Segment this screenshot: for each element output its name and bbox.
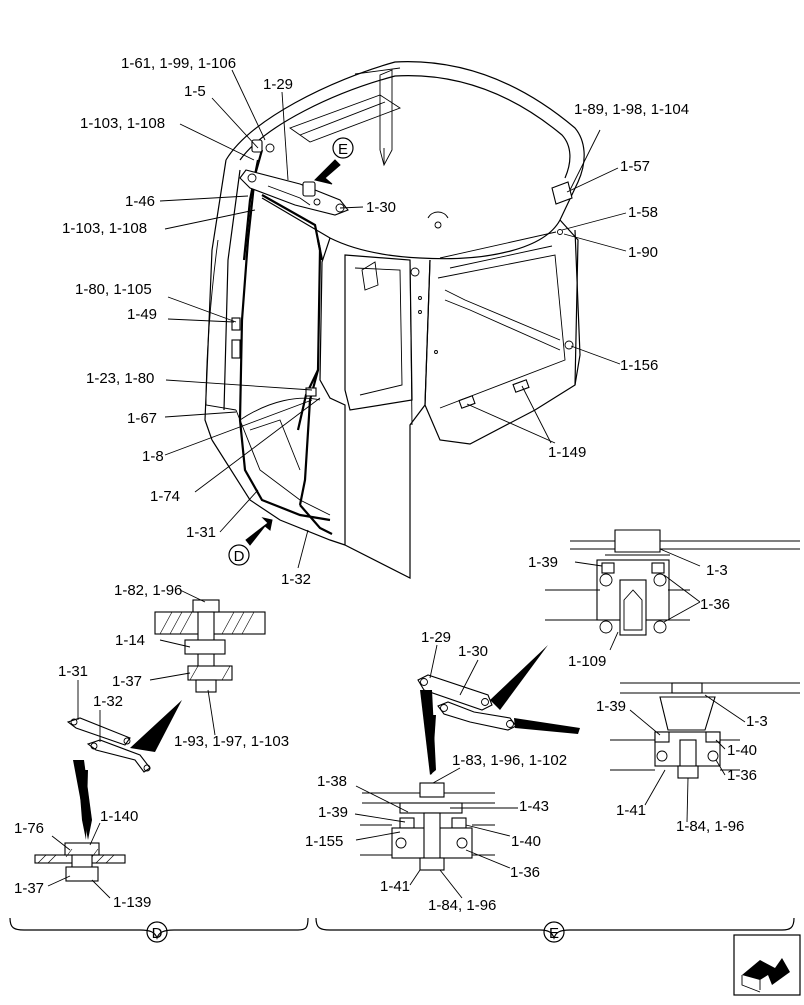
callout-1-140: 1-140 — [100, 808, 138, 825]
callout-1-3-right: 1-3 — [746, 713, 768, 730]
detail-center-bearing: 1-83, 1-96, 1-102 1-38 1-43 1-39 1-155 1… — [305, 752, 567, 914]
callout-1-36-center: 1-36 — [510, 864, 540, 881]
callout-1-109: 1-109 — [568, 653, 606, 670]
callout-1-8: 1-8 — [142, 448, 164, 465]
callout-1-82-1-96: 1-82, 1-96 — [114, 582, 182, 599]
callout-1-29-detail: 1-29 — [421, 629, 451, 646]
callout-1-57: 1-57 — [620, 158, 650, 175]
callout-1-14: 1-14 — [115, 632, 145, 649]
detail-d-bushing: 1-76 1-140 1-37 1-139 — [14, 808, 151, 911]
callout-1-83-1-96-1-102: 1-83, 1-96, 1-102 — [452, 752, 567, 769]
callout-1-37-bottom: 1-37 — [14, 880, 44, 897]
callout-1-84-1-96-right: 1-84, 1-96 — [676, 818, 744, 835]
callout-1-39-right: 1-39 — [596, 698, 626, 715]
view-e-marker-top: E — [338, 141, 348, 158]
callout-1-30-top: 1-30 — [366, 199, 396, 216]
callout-1-89-1-98-1-104: 1-89, 1-98, 1-104 — [574, 101, 689, 118]
callout-1-103-1-108-a: 1-103, 1-108 — [80, 115, 165, 132]
view-d-marker-mid: D — [234, 548, 245, 565]
callout-1-74: 1-74 — [150, 488, 180, 505]
detail-right-bearing: 1-39 1-3 1-40 1-36 1-41 1-84, 1-96 — [596, 682, 800, 835]
callout-1-40-center: 1-40 — [511, 833, 541, 850]
bracket-e-assembly — [239, 169, 349, 216]
callout-1-30-detail: 1-30 — [458, 643, 488, 660]
callout-1-80-1-105: 1-80, 1-105 — [75, 281, 152, 298]
callout-1-90: 1-90 — [628, 244, 658, 261]
next-page-arrow-icon[interactable] — [733, 934, 801, 996]
callout-1-40-right: 1-40 — [727, 742, 757, 759]
callout-1-36-right: 1-36 — [727, 767, 757, 784]
callout-1-31-main: 1-31 — [186, 524, 216, 541]
detail-upper-right: 1-39 1-3 1-36 1-109 — [528, 529, 800, 670]
detail-e-arms: 1-29 1-30 — [417, 629, 580, 775]
callout-1-103-1-108-b: 1-103, 1-108 — [62, 220, 147, 237]
callout-1-43: 1-43 — [519, 798, 549, 815]
view-e-marker-bottom: E — [549, 925, 559, 942]
callout-1-38: 1-38 — [317, 773, 347, 790]
cab-frame — [204, 61, 585, 579]
view-braces: D E — [9, 917, 795, 943]
callout-1-139: 1-139 — [113, 894, 151, 911]
callout-1-61-1-99-1-106: 1-61, 1-99, 1-106 — [121, 55, 236, 72]
callout-1-149: 1-149 — [548, 444, 586, 461]
callout-1-39-center: 1-39 — [318, 804, 348, 821]
callout-1-29-top: 1-29 — [263, 76, 293, 93]
callout-1-37-left: 1-37 — [112, 673, 142, 690]
callout-1-76: 1-76 — [14, 820, 44, 837]
detail-d-brackets: 1-31 1-32 — [58, 663, 182, 840]
callout-1-32-main: 1-32 — [281, 571, 311, 588]
callout-1-93-1-97-1-103: 1-93, 1-97, 1-103 — [174, 733, 289, 750]
view-d-arrow: D — [228, 517, 273, 566]
callout-1-41-center: 1-41 — [380, 878, 410, 895]
main-callouts: 1-61, 1-99, 1-106 1-5 1-29 1-103, 1-108 … — [62, 55, 689, 588]
view-d-marker-bottom: D — [152, 925, 163, 942]
callout-1-49: 1-49 — [127, 306, 157, 323]
callout-1-32-detail: 1-32 — [93, 693, 123, 710]
callout-1-84-1-96-center: 1-84, 1-96 — [428, 897, 496, 914]
callout-1-23-1-80: 1-23, 1-80 — [86, 370, 154, 387]
callout-1-39-ur: 1-39 — [528, 554, 558, 571]
callout-1-31-detail: 1-31 — [58, 663, 88, 680]
view-e-arrow: E — [314, 137, 354, 185]
callout-1-58: 1-58 — [628, 204, 658, 221]
callout-1-155: 1-155 — [305, 833, 343, 850]
callout-1-41-right: 1-41 — [616, 802, 646, 819]
callout-1-46: 1-46 — [125, 193, 155, 210]
callout-1-5: 1-5 — [184, 83, 206, 100]
callout-1-67: 1-67 — [127, 410, 157, 427]
callout-1-36-ur: 1-36 — [700, 596, 730, 613]
leader-lines — [159, 69, 627, 569]
detail-left-bolt: 1-82, 1-96 1-14 1-37 1-93, 1-97, 1-103 — [112, 582, 289, 750]
callout-1-3-ur: 1-3 — [706, 562, 728, 579]
callout-1-156: 1-156 — [620, 357, 658, 374]
